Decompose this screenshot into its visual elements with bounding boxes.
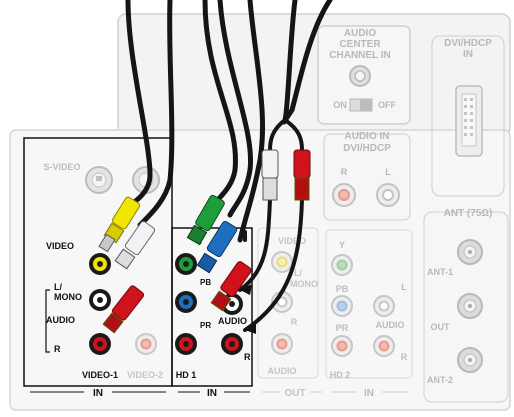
hd1-r-label: R [244, 352, 251, 362]
dvi-port[interactable] [455, 85, 483, 157]
red-audio-r-plug-video [102, 285, 145, 334]
audio-center-jack[interactable] [349, 65, 371, 87]
hd1-audio-label: AUDIO [218, 316, 247, 326]
hd1-y-jack[interactable] [175, 253, 197, 275]
out-section: VIDEO L/ MONO R AUDIO OUT [257, 227, 322, 399]
lmono-label-1: L/ [54, 282, 62, 292]
out-lmono-label-2: MONO [290, 279, 318, 289]
hd2-pb-label: PB [336, 284, 349, 294]
arrow-l [240, 284, 252, 295]
hd2-l-label: L [401, 282, 407, 292]
cables [117, 0, 333, 332]
out-title: OUT [284, 388, 305, 399]
hd2-y-jack[interactable] [331, 254, 353, 276]
yellow-video-plug [98, 196, 141, 253]
audio-label: AUDIO [46, 315, 75, 325]
video1-video-jack[interactable] [89, 253, 111, 275]
video1-l-jack[interactable] [89, 289, 111, 311]
audio-center-title-1: AUDIO [344, 28, 376, 39]
ant1-label: ANT-1 [427, 267, 453, 277]
video-in-section: S-VIDEO VIDEO L/ MONO AUDIO R [23, 137, 173, 399]
audio-in-dvi-section: AUDIO IN DVI/HDCP R L [323, 131, 411, 221]
video1-label: VIDEO-1 [82, 370, 118, 380]
ant2-label: ANT-2 [427, 375, 453, 385]
out-r-label: R [291, 317, 298, 327]
audio-in-dvi-title-2: DVI/HDCP [343, 143, 391, 154]
audio-in-dvi-l-jack[interactable] [376, 183, 400, 207]
audio-center-channel-section: AUDIO CENTER CHANNEL IN ON OFF [317, 25, 411, 125]
out-video-label: VIDEO [278, 236, 306, 246]
red-dvi-audio-plug [293, 149, 311, 201]
out-lmono-label-1: L/ [294, 268, 302, 278]
hd2-l-jack[interactable] [373, 295, 395, 317]
hd1-pb-jack[interactable] [175, 291, 197, 313]
arrow-r [245, 322, 256, 334]
hd1-title: HD 1 [176, 370, 197, 380]
white-audio-l-plug [114, 220, 156, 270]
hd2-pr-jack[interactable] [331, 335, 353, 357]
audio-in-dvi-title-1: AUDIO IN [345, 131, 390, 142]
hd2-pb-jack[interactable] [331, 295, 353, 317]
hd1-pb-label: PB [200, 278, 211, 287]
video-in-label: IN [93, 388, 103, 399]
hd2-r-jack[interactable] [373, 335, 395, 357]
off-label: OFF [378, 100, 396, 110]
audio-in-dvi-l-label: L [385, 167, 391, 177]
dvi-hdcp-section: DVI/HDCP IN [431, 35, 505, 197]
hd2-audio-label: AUDIO [376, 320, 405, 330]
lmono-label-2: MONO [54, 292, 82, 302]
hd2-section: Y PB PR L AUDIO R HD 2 IN [325, 229, 413, 399]
audio-center-title-2: CENTER [339, 39, 381, 50]
out-video-jack[interactable] [271, 251, 293, 273]
audio-in-dvi-r-jack[interactable] [332, 183, 356, 207]
video-label: VIDEO [46, 241, 74, 251]
audio-in-dvi-r-label: R [341, 167, 348, 177]
video2-label: VIDEO-2 [127, 370, 163, 380]
r-label: R [54, 344, 61, 354]
out-audio-label: AUDIO [268, 366, 297, 376]
video2-r-jack[interactable] [135, 333, 157, 355]
hd1-pr-label: PR [200, 321, 211, 330]
video1-r-jack[interactable] [89, 333, 111, 355]
green-y-plug [186, 194, 225, 246]
antenna-section: ANT (75Ω) ANT-1 OUT ANT-2 [423, 208, 509, 403]
ant-out-label: OUT [431, 322, 451, 332]
hd1-in-label: IN [207, 388, 217, 399]
red-pr-plug [210, 261, 252, 312]
hd2-y-label: Y [339, 240, 345, 250]
dvi-title-2: IN [463, 49, 473, 60]
ant2-jack[interactable] [457, 347, 483, 373]
dvi-title-1: DVI/HDCP [444, 38, 492, 49]
svideo-label: S-VIDEO [43, 162, 80, 172]
ant1-jack[interactable] [457, 239, 483, 265]
hd2-pr-label: PR [336, 323, 349, 333]
hd1-r-jack[interactable] [221, 333, 243, 355]
ant-title: ANT (75Ω) [444, 208, 493, 219]
out-r-jack[interactable] [271, 333, 293, 355]
hd2-in-label: IN [364, 388, 374, 399]
on-off-switch[interactable] [349, 98, 373, 112]
blue-pb-plug [196, 220, 238, 274]
hd2-title: HD 2 [330, 370, 351, 380]
white-dvi-audio-plug [261, 149, 279, 201]
hd2-r-label: R [401, 352, 408, 362]
ant-out-jack[interactable] [457, 293, 483, 319]
on-label: ON [333, 100, 347, 110]
svideo-jack-1[interactable] [85, 166, 113, 194]
audio-center-title-3: CHANNEL IN [329, 50, 390, 61]
hd1-pr-jack[interactable] [175, 333, 197, 355]
